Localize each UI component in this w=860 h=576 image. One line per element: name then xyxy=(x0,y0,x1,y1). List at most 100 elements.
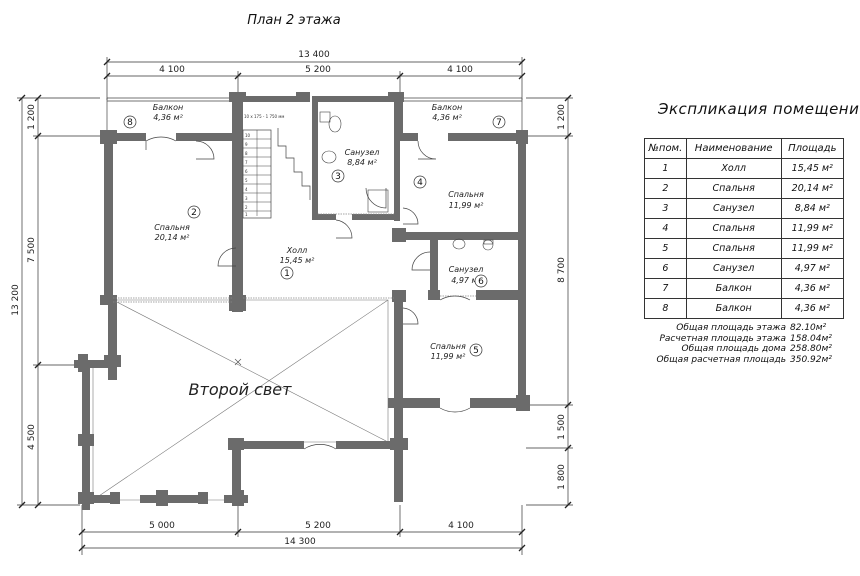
svg-text:9: 9 xyxy=(245,142,248,147)
stair-note: 10 x 175 - 1 750 мм xyxy=(244,114,284,119)
cell-num: 1 xyxy=(644,158,687,179)
summary-value: 350.92м² xyxy=(790,354,832,365)
doors xyxy=(145,136,471,450)
center-mark xyxy=(234,358,242,366)
room-2-area: 20,14 м² xyxy=(155,233,190,242)
dim-top-2: 5 200 xyxy=(305,65,331,75)
table-row: 4 Спальня 11,99 м² xyxy=(644,218,845,239)
cell-num: 7 xyxy=(644,278,687,299)
cell-area: 4,36 м² xyxy=(780,298,845,319)
dim-bottom-3: 4 100 xyxy=(448,521,474,531)
floor-plan-drawing: План 2 этажа xyxy=(11,13,573,555)
cell-name: Санузел xyxy=(685,258,782,279)
cell-area: 8,84 м² xyxy=(780,198,845,219)
room-number-8: 8 xyxy=(127,118,133,128)
header-num: №пом. xyxy=(644,138,687,159)
cell-name: Холл xyxy=(685,158,782,179)
header-area: Площадь xyxy=(780,138,845,159)
table-row: 2 Спальня 20,14 м² xyxy=(644,178,845,199)
cell-num: 4 xyxy=(644,218,687,239)
room-2-name: Спальня xyxy=(154,223,190,232)
summary-value: 158.04м² xyxy=(790,333,832,344)
explication-table: №пом. Наименование Площадь 1 Холл 15,45 … xyxy=(644,138,845,319)
room-explication: Экспликация помещений №пом. Наименование… xyxy=(644,100,860,365)
svg-text:1: 1 xyxy=(245,212,248,217)
svg-text:6: 6 xyxy=(245,169,248,174)
header-name: Наименование xyxy=(685,138,782,159)
summary-row: Расчетная площадь этажа 158.04м² xyxy=(644,334,844,345)
table-row: 6 Санузел 4,97 м² xyxy=(644,258,845,279)
staircase xyxy=(242,128,311,219)
cell-area: 11,99 м² xyxy=(780,218,845,239)
cell-name: Спальня xyxy=(685,218,782,239)
svg-text:7: 7 xyxy=(245,160,248,165)
room-5-name: Спальня xyxy=(430,342,466,351)
cell-area: 11,99 м² xyxy=(780,238,845,259)
dim-right-2: 8 700 xyxy=(557,257,567,283)
cell-area: 4,36 м² xyxy=(780,278,845,299)
stair-step-numbers: 10 9 8 7 6 5 4 3 2 1 xyxy=(245,133,251,217)
summary-label: Общая расчетная площадь xyxy=(656,354,786,365)
area-summary: Общая площадь этажа 82.10м² Расчетная пл… xyxy=(644,323,844,365)
svg-text:8: 8 xyxy=(245,151,248,156)
room-7-name: Балкон xyxy=(432,103,462,112)
table-header-row: №пом. Наименование Площадь xyxy=(644,138,845,159)
cell-name: Санузел xyxy=(685,198,782,219)
cell-name: Спальня xyxy=(685,178,782,199)
cell-num: 3 xyxy=(644,198,687,219)
summary-row: Общая расчетная площадь 350.92м² xyxy=(644,355,844,366)
room-7-area: 4,36 м² xyxy=(432,113,462,122)
dim-top-3: 4 100 xyxy=(447,65,473,75)
cell-num: 2 xyxy=(644,178,687,199)
balcony-railings xyxy=(106,97,523,134)
cell-name: Балкон xyxy=(685,278,782,299)
table-row: 7 Балкон 4,36 м² xyxy=(644,278,845,299)
explication-title: Экспликация помещений xyxy=(658,100,860,118)
room-1-area: 15,45 м² xyxy=(280,256,315,265)
dimension-ticks xyxy=(18,58,572,552)
summary-label: Общая площадь дома xyxy=(681,344,786,354)
dim-bottom-1: 5 000 xyxy=(149,521,175,531)
summary-value: 82.10м² xyxy=(790,323,827,333)
sanitary-fixtures xyxy=(319,111,494,251)
room-number-3: 3 xyxy=(335,172,341,182)
room-5-area: 11,99 м² xyxy=(431,352,466,361)
room-8-name: Балкон xyxy=(153,103,183,112)
dim-top-1: 4 100 xyxy=(159,65,185,75)
walls xyxy=(74,92,530,510)
cell-area: 4,97 м² xyxy=(780,258,845,279)
cell-area: 15,45 м² xyxy=(780,158,845,179)
dim-bottom-2: 5 200 xyxy=(305,521,331,531)
summary-row: Общая площадь дома 258.80м² xyxy=(644,344,844,355)
room-6-name: Санузел xyxy=(449,265,484,274)
room-1-name: Холл xyxy=(286,246,308,255)
dim-right-4: 1 800 xyxy=(557,464,567,490)
dim-right-1: 1 200 xyxy=(557,104,567,130)
room-number-5: 5 xyxy=(473,346,479,356)
dim-top-total: 13 400 xyxy=(298,50,330,60)
room-number-7: 7 xyxy=(496,118,502,128)
room-number-4: 4 xyxy=(417,178,423,188)
cell-name: Балкон xyxy=(685,298,782,319)
room-8-area: 4,36 м² xyxy=(153,113,183,122)
dim-right-3: 1 500 xyxy=(557,414,567,440)
svg-text:3: 3 xyxy=(245,196,248,201)
room-3-area: 8,84 м² xyxy=(347,158,377,167)
dim-left-1: 1 200 xyxy=(27,104,37,130)
summary-label: Расчетная площадь этажа xyxy=(659,333,786,344)
dim-bottom-total: 14 300 xyxy=(284,537,316,547)
table-row: 3 Санузел 8,84 м² xyxy=(644,198,845,219)
cell-name: Спальня xyxy=(685,238,782,259)
cell-num: 5 xyxy=(644,238,687,259)
table-row: 5 Спальня 11,99 м² xyxy=(644,238,845,259)
summary-row: Общая площадь этажа 82.10м² xyxy=(644,323,844,334)
table-row: 8 Балкон 4,36 м² xyxy=(644,298,845,319)
room-4-name: Спальня xyxy=(448,190,484,199)
cell-num: 8 xyxy=(644,298,687,319)
room-markers xyxy=(123,115,506,357)
cell-num: 6 xyxy=(644,258,687,279)
room-6-area: 4,97 м² xyxy=(451,276,481,285)
room-4-area: 11,99 м² xyxy=(449,201,484,210)
room-number-1: 1 xyxy=(284,269,290,279)
room-3-name: Санузел xyxy=(345,148,380,157)
